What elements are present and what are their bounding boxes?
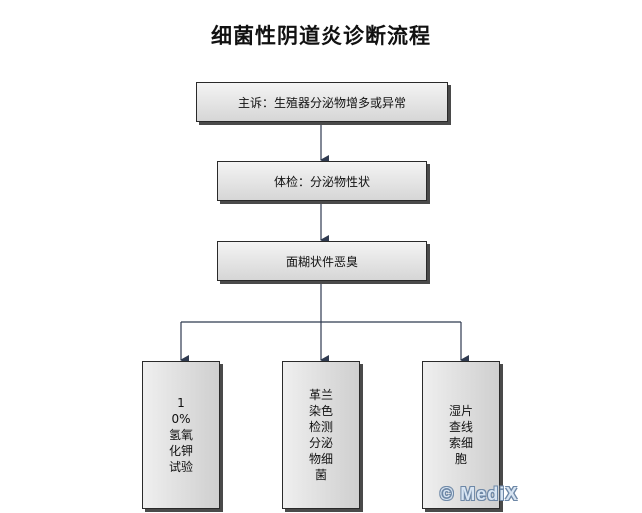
node-wet-mount-label: 湿片查线索细胞 (448, 404, 473, 466)
node-chief-complaint-label: 主诉：生殖器分泌物增多或异常 (237, 95, 406, 110)
node-chief-complaint: 主诉：生殖器分泌物增多或异常 (196, 82, 448, 122)
node-koh-test: 10%氢氧化钾试验 (142, 361, 220, 509)
node-exam-label: 体检：分泌物性状 (273, 174, 370, 189)
node-wet-mount: 湿片查线索细胞 (422, 361, 500, 509)
node-exam: 体检：分泌物性状 (217, 161, 427, 201)
node-discharge: 面糊状件恶臭 (217, 241, 427, 281)
medix-watermark: © MediX (440, 484, 519, 504)
diagram-title: 细菌性阴道炎诊断流程 (211, 24, 431, 48)
node-gram-stain-label: 革兰染色检测分泌物细菌 (308, 388, 333, 482)
node-koh-test-label: 10%氢氧化钾试验 (168, 396, 193, 474)
node-discharge-label: 面糊状件恶臭 (285, 254, 358, 269)
node-gram-stain: 革兰染色检测分泌物细菌 (282, 361, 360, 509)
